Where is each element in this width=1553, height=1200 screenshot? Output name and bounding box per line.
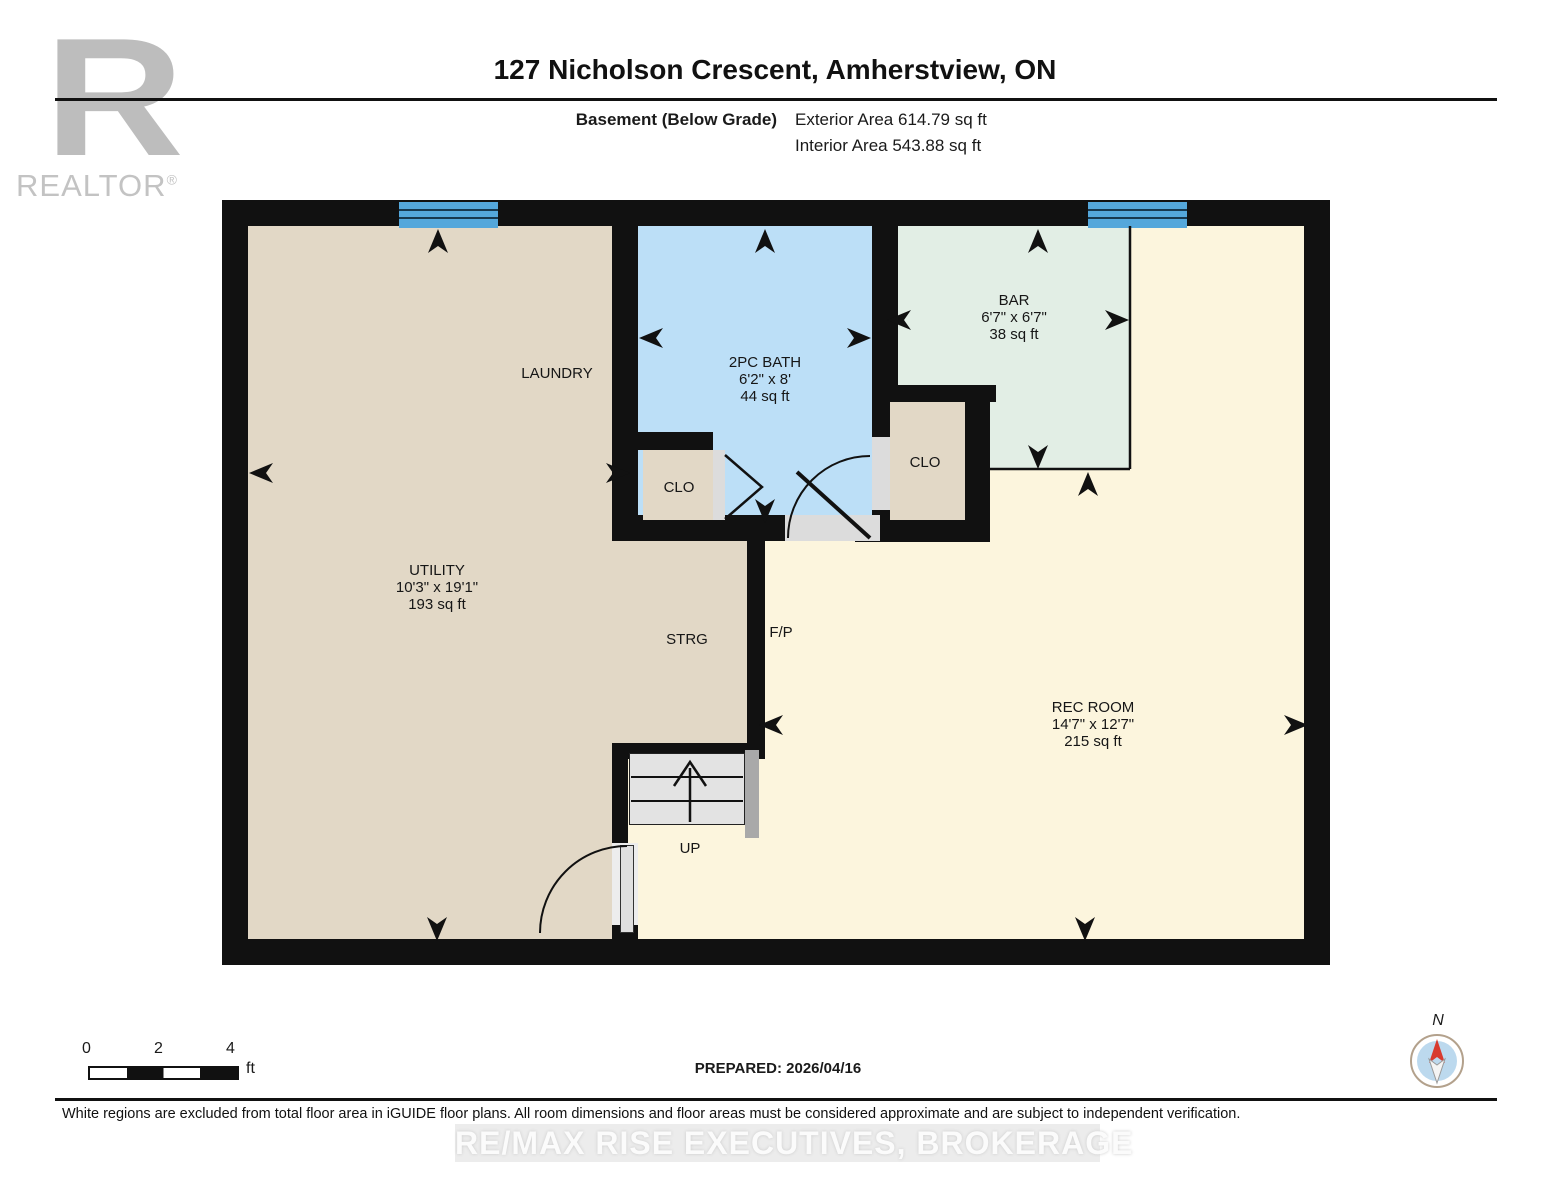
realtor-logo-icon: R [44,3,185,191]
realtor-logo-word: REALTOR [16,168,167,203]
closet-left-floor [643,450,713,520]
storage-floor [612,541,747,743]
floor-label: Basement (Below Grade) [575,110,777,129]
rec-room-area: 215 sq ft [1064,733,1122,750]
bar-area: 38 sq ft [989,326,1039,343]
utility-label: UTILITY 10'3" x 19'1" 193 sq ft [347,562,527,613]
realtor-logo-text: REALTOR® [16,168,236,204]
bar-name: BAR [998,292,1030,309]
utility-name: UTILITY [409,562,465,579]
prepared-date: PREPARED: 2026/04/16 [694,1060,862,1077]
compass-icon [1410,1034,1464,1088]
wall [638,432,713,450]
disclaimer-text: White regions are excluded from total fl… [62,1106,1241,1122]
bar-label: BAR 6'7" x 6'7" 38 sq ft [924,292,1104,343]
window [399,202,498,228]
utility-room-floor [248,226,612,939]
registered-mark: ® [166,171,178,188]
closet-right-label: CLO [909,454,941,471]
wall [872,385,996,402]
wall [612,226,638,541]
fireplace-label: F/P [769,624,793,641]
stair-rail [745,750,759,838]
plan-linework [249,226,1308,941]
scale-unit: ft [246,1060,255,1077]
footer-divider [55,1098,1497,1101]
scale-tick-2: 2 [154,1040,163,1057]
bath-dims: 6'2" x 8' [739,371,791,388]
stairs-up-label: UP [679,840,701,857]
bath-door-gap [785,515,880,541]
rec-room-label: REC ROOM 14'7" x 12'7" 215 sq ft [1003,699,1183,750]
closet-left-label: CLO [663,479,695,496]
window [1088,202,1187,228]
bar-dims: 6'7" x 6'7" [981,309,1047,326]
page-title: 127 Nicholson Crescent, Amherstview, ON [493,54,1057,85]
scale-tick-4: 4 [226,1040,235,1057]
rec-room-dims: 14'7" x 12'7" [1051,716,1135,733]
wall [965,402,990,542]
closet-right-floor [890,402,965,520]
storage-label: STRG [666,631,708,648]
exterior-area: Exterior Area 614.79 sq ft [795,110,987,129]
bath-name: 2PC BATH [728,354,802,371]
closet-right-door-gap [872,437,890,510]
brokerage-watermark: RE/MAX RISE EXECUTIVES, BROKERAGE [455,1124,1134,1162]
floor-plan: LAUNDRY UTILITY 10'3" x 19'1" 193 sq ft … [222,200,1330,965]
interior-area: Interior Area 543.88 sq ft [795,136,982,155]
closet-left-door-gap [713,450,725,520]
header-divider [55,98,1497,101]
scale-bar [88,1066,239,1080]
compass-north-label: N [1432,1012,1444,1029]
scale-tick-0: 0 [82,1040,91,1057]
laundry-label: LAUNDRY [521,365,593,382]
fireplace-wall [747,541,765,753]
rec-room-name: REC ROOM [1051,699,1135,716]
utility-area: 193 sq ft [408,596,466,613]
wall [612,743,628,843]
utility-dims: 10'3" x 19'1" [395,579,479,596]
bath-area: 44 sq ft [740,388,790,405]
bath-label: 2PC BATH 6'2" x 8' 44 sq ft [675,354,855,405]
